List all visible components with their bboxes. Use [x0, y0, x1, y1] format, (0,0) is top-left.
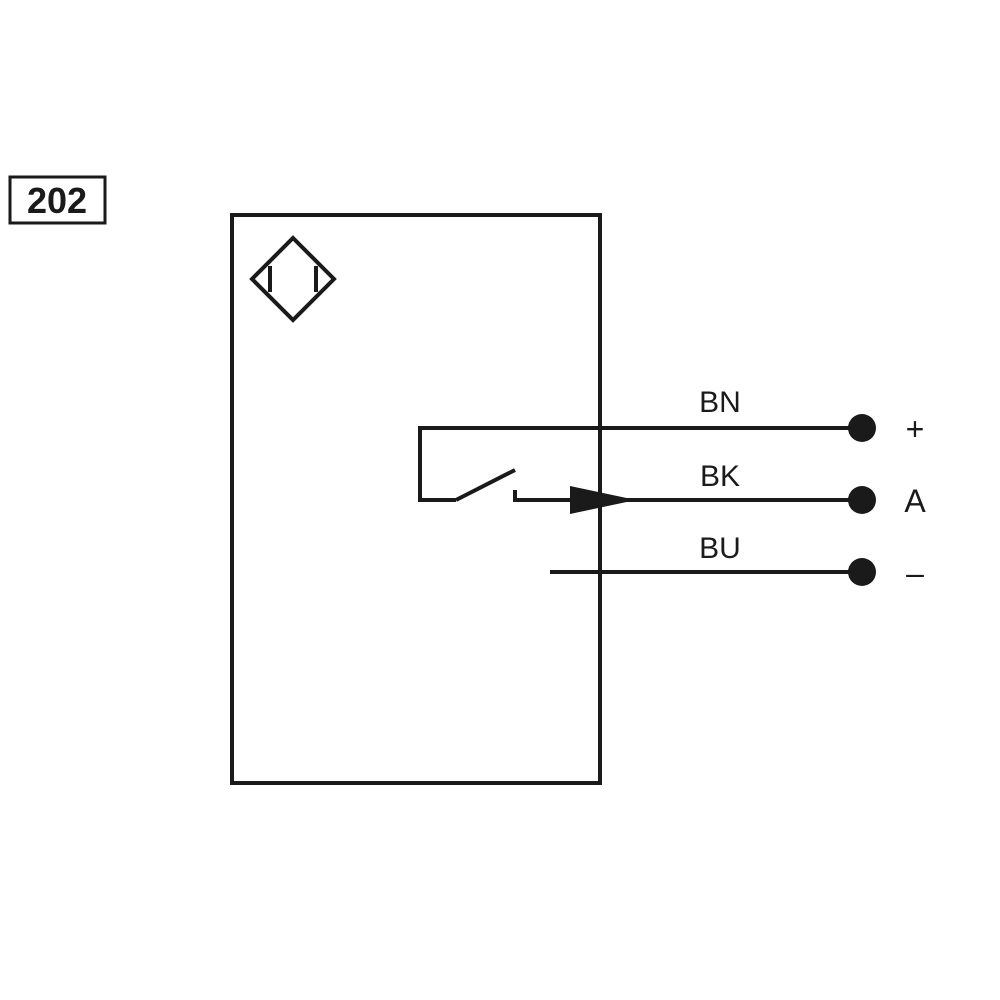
- wire-bn: BN +: [600, 386, 924, 447]
- terminal-bn-dot: [848, 414, 876, 442]
- terminal-bn-label: +: [906, 411, 925, 447]
- wire-bk: BK A: [600, 460, 926, 519]
- wire-bk-label: BK: [700, 460, 740, 493]
- code-box: 202: [8, 175, 107, 225]
- code-box-frame: [8, 175, 107, 225]
- terminal-bu-dot: [848, 558, 876, 586]
- wire-bu: BU –: [550, 532, 924, 591]
- wire-bn-label: BN: [699, 386, 741, 419]
- switch-contact: [455, 468, 516, 502]
- inductive-sensor-icon: [249, 235, 337, 323]
- switch-loop-wire: [418, 426, 600, 502]
- wire-bu-label: BU: [699, 532, 741, 565]
- sensor-diamond: [249, 235, 337, 323]
- terminal-bu-label: –: [906, 555, 924, 591]
- terminal-bk-dot: [848, 486, 876, 514]
- code-box-label: 202: [27, 180, 87, 221]
- terminal-bk-label: A: [904, 483, 926, 519]
